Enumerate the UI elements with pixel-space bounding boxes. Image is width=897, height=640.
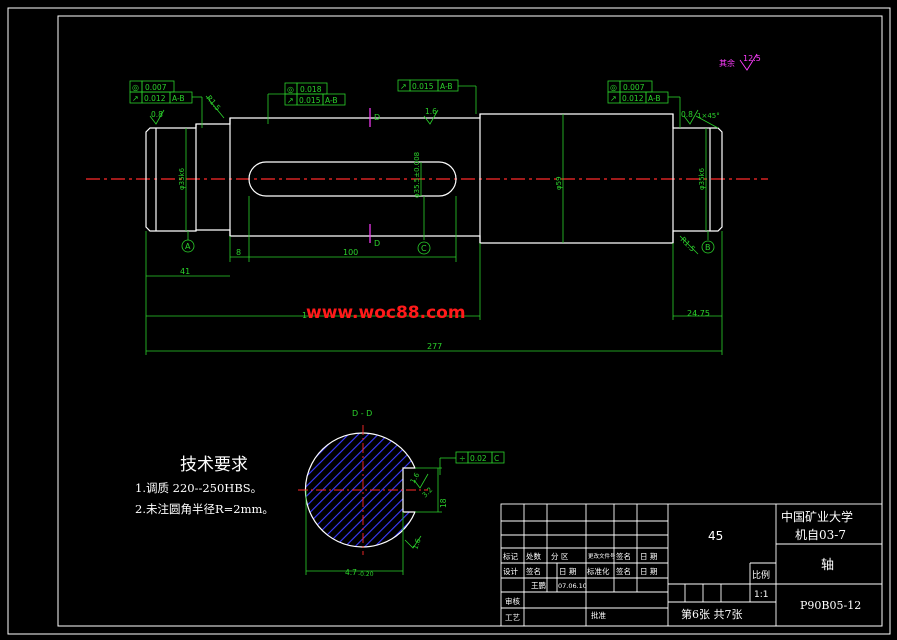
keyway-outline (248, 161, 457, 197)
tb-drawing-no: P90B05-12 (800, 599, 861, 612)
outer-border (7, 7, 891, 635)
dia-mid-label: φ35.5±0.008 (413, 152, 421, 198)
dim-277: 277 (427, 342, 442, 351)
dim-100: 100 (343, 248, 358, 257)
fillet-left: R1.5 (204, 94, 222, 113)
tb-r1-0: 标记 (503, 551, 518, 561)
roughness-2: 1.6 (425, 107, 437, 116)
tb-process: 工艺 (505, 613, 520, 622)
tb-class: 机自03-7 (795, 528, 846, 542)
tb-part-name: 轴 (821, 558, 834, 573)
title-block (500, 503, 883, 627)
dim-41: 41 (180, 267, 190, 276)
tol4-val2: 0.012 (622, 94, 644, 103)
tb-designer: 王鹏 (531, 580, 546, 590)
section-dims (305, 467, 442, 575)
dia-right-label: φ35k6 (698, 167, 706, 190)
tb-scale-label: 比例 (752, 569, 770, 581)
tol3-val: 0.015 (412, 82, 434, 91)
section-mark-top: D (374, 113, 380, 122)
tb-r2-3: 标准化 (587, 566, 610, 576)
tol2-ref2: A-B (325, 96, 338, 105)
tol2-sym2: ↗ (287, 96, 294, 105)
tech-item-1: 1.调质 220--250HBS。 (135, 481, 262, 495)
dim-8: 8 (236, 248, 241, 257)
tb-scale: 1:1 (754, 590, 768, 600)
tb-r1-5: 日 期 (640, 552, 657, 561)
roughness-note-symbol (739, 53, 758, 71)
tb-r2-4: 签名 (616, 566, 631, 576)
tb-r2-5: 日 期 (640, 567, 657, 576)
roughness-3: 0.8 (681, 110, 693, 119)
dim-1: 1 (302, 311, 307, 320)
roughness-6: 1.6 (411, 537, 423, 551)
tolerance-frames (129, 79, 681, 475)
roughness-note-label: 其余 (719, 58, 735, 68)
keyway-depth: 18 (439, 498, 448, 508)
length-dims (145, 196, 723, 355)
tol5-ref: C (494, 454, 499, 463)
tb-r2-1: 签名 (526, 566, 541, 576)
watermark: www.woc88.com (306, 303, 466, 323)
tol5-sym: ÷ (459, 454, 466, 463)
tol2-val2: 0.015 (299, 96, 321, 105)
tol1-sym1: ◎ (132, 83, 139, 92)
tb-design-date: 07.06.10 (558, 582, 587, 590)
tol4-ref2: A-B (648, 94, 661, 103)
key-width-tol: -0.20 (358, 571, 374, 578)
dia-left-label: φ35k6 (178, 167, 186, 190)
key-width: 4.7 (345, 568, 357, 577)
roughness-1: 0.8 (151, 110, 163, 119)
tb-r2-0: 设计 (503, 566, 518, 576)
tol3-ref: A-B (440, 82, 453, 91)
shaft-outline (145, 113, 723, 244)
tb-r1-3: 更改文件号 (588, 552, 616, 560)
roughness-note-value: 12.5 (743, 54, 761, 63)
tol4-sym2: ↗ (610, 94, 617, 103)
datum-a: A (185, 242, 191, 251)
tol1-ref2: A-B (172, 94, 185, 103)
tb-r2-2: 日 期 (559, 567, 576, 576)
tech-title: 技术要求 (180, 455, 248, 475)
datum-b: B (705, 243, 711, 252)
tol4-sym1: ◎ (610, 83, 617, 92)
roughness-4: 1.6 (409, 471, 422, 485)
tol1-sym2: ↗ (132, 94, 139, 103)
tol5-val: 0.02 (470, 454, 487, 463)
section-title: D - D (352, 409, 372, 418)
tb-r1-1: 处数 (526, 551, 541, 561)
tb-school: 中国矿业大学 (781, 509, 853, 524)
section-mark-bottom: D (374, 239, 380, 248)
tb-approve: 批准 (591, 610, 606, 620)
roughness-5: 3.2 (421, 486, 435, 500)
diameter-dims (185, 114, 707, 243)
tol1-val1: 0.007 (145, 83, 167, 92)
tb-material: 45 (708, 529, 723, 543)
tol2-val1: 0.018 (300, 85, 322, 94)
section-centerlines (298, 425, 428, 555)
tb-sheet: 第6张 共7张 (681, 607, 743, 621)
tech-item-2: 2.未注圆角半径R=2mm。 (135, 502, 274, 516)
tb-r1-4: 签名 (616, 551, 631, 561)
fillet-right-leader (679, 235, 699, 255)
dia-big-label: φ59 (555, 176, 563, 190)
inner-border (57, 15, 883, 627)
roughness-symbols (149, 109, 699, 549)
dim-24-75: 24.75 (687, 309, 710, 318)
datum-symbols (181, 196, 715, 255)
tol4-val1: 0.007 (623, 83, 645, 92)
chamfer: 1×45° (697, 112, 720, 120)
fillet-left-leader (205, 95, 225, 119)
tb-review: 审核 (505, 596, 520, 606)
datum-c: C (421, 244, 427, 253)
tol3-sym: ↗ (400, 82, 407, 91)
chamfer-leader (695, 115, 719, 129)
tol2-sym1: ◎ (287, 85, 294, 94)
tb-r1-2: 分 区 (551, 552, 569, 561)
tol1-val2: 0.012 (144, 94, 166, 103)
